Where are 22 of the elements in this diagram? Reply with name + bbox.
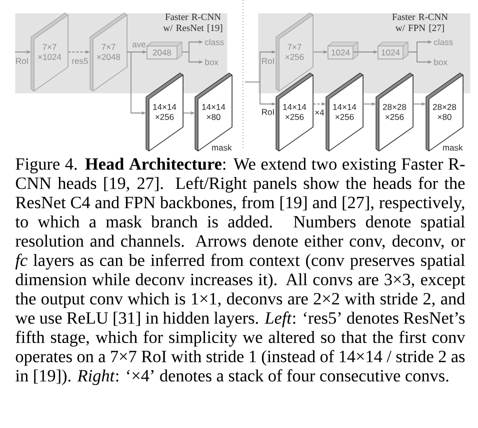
layer-cuboid: 2048 [146, 42, 182, 60]
feature-map: 7×7 ×2048 [90, 12, 128, 92]
edge-label: ×4 [315, 110, 324, 116]
edge-label: ave [132, 42, 146, 48]
side-label: mask [212, 144, 232, 151]
edge-label: res5 [72, 58, 88, 64]
feature-map: 7×7 ×1024 [30, 12, 68, 92]
output-label: box [434, 58, 448, 66]
layer-cuboid: 1024 [328, 42, 358, 60]
output-label: box [205, 58, 218, 66]
feature-map: 14×14 ×256 [276, 72, 314, 152]
output-label: class [205, 38, 224, 46]
edge-label: RoI [262, 109, 274, 115]
edge-label: RoI [262, 58, 274, 64]
edge-label: RoI [16, 58, 28, 64]
side-label: mask [443, 144, 463, 151]
layer-cuboid: 1024 [378, 42, 408, 60]
caption-text: Figure 4. Head Architecture: We extend two existing Faster R-CNN heads [19, 27]. Left/Right panels show the heads for the ResNet C4 and FPN backbones, from [19] and [27], respectively, to which a mask branch is added. Numbers denote spatial resolution and channels. Arrows denote either conv, deconv, or fc layers as can be inferred from context (conv preserves spatial dimension while deconv increases it). All convs are 3×3, except the output conv which is 1×1, deconvs are 2×2 with stride 2, and we use ReLU [31] in hidden layers. Left: ‘res5’ denotes ResNet’s fifth stage, which for simplicity we altered so that the first conv operates on a 7×7 RoI with stride 1 (instead of 14×14 / stride 2 as in [19]). Right: ‘×4’ denotes a stack of four consecutive convs. [15, 158, 466, 386]
output-label: class [434, 38, 453, 46]
feature-map: 14×14 ×256 [146, 72, 184, 152]
feature-map: 14×14 ×256 [326, 72, 364, 152]
feature-map: 28×28 ×256 [376, 72, 414, 152]
